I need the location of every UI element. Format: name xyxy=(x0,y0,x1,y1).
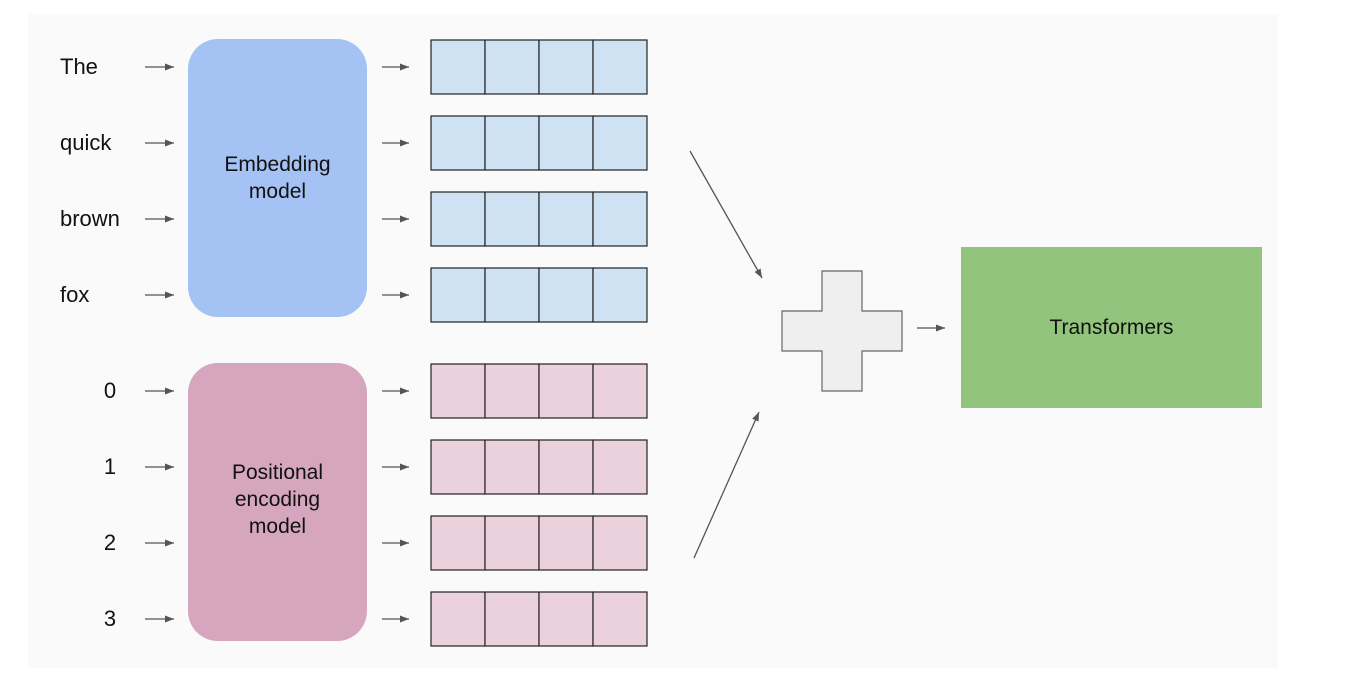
positional-vector-2-cell xyxy=(430,515,486,571)
positional-vector-0 xyxy=(430,363,648,419)
embedding-vector-1-cell xyxy=(430,115,486,171)
embedding-to-plus-arrow xyxy=(689,150,763,279)
positional-vector-0-cell xyxy=(430,363,486,419)
positional-encoding-model-box xyxy=(188,363,367,641)
positional-vector-2-cell xyxy=(592,515,648,571)
embedding-vector-0 xyxy=(430,39,648,95)
embedding-vector-3-cell xyxy=(538,267,594,323)
embedding-vector-0-cell xyxy=(484,39,540,95)
positional-vector-2 xyxy=(430,515,648,571)
positional-vector-3 xyxy=(430,591,648,647)
embedding-vector-0-cell xyxy=(592,39,648,95)
embedding-vector-2 xyxy=(430,191,648,247)
positional-vector-1-cell xyxy=(484,439,540,495)
positional-vector-1-cell xyxy=(430,439,486,495)
embedding-vector-1-cell xyxy=(484,115,540,171)
plus-icon xyxy=(781,270,903,392)
positional-vector-2-cell xyxy=(484,515,540,571)
token-brown: brown xyxy=(60,206,120,231)
token-fox: fox xyxy=(60,282,90,307)
token-the: The xyxy=(60,54,98,79)
embedding-vector-3-cell xyxy=(430,267,486,323)
position-0: 0 xyxy=(103,378,117,403)
positional-vector-0-cell xyxy=(592,363,648,419)
token-quick: quick xyxy=(60,130,112,155)
embedding-vector-2-cell xyxy=(430,191,486,247)
embedding-vector-2-cell xyxy=(484,191,540,247)
positional-vector-1-cell xyxy=(592,439,648,495)
position-2: 2 xyxy=(103,530,117,555)
position-1: 1 xyxy=(103,454,117,479)
embedding-vector-0-cell xyxy=(538,39,594,95)
embedding-vector-2-cell xyxy=(592,191,648,247)
embedding-vector-1-cell xyxy=(592,115,648,171)
embedding-vector-1 xyxy=(430,115,648,171)
positional-vector-0-cell xyxy=(538,363,594,419)
positional-vector-3-cell xyxy=(592,591,648,647)
embedding-vector-3 xyxy=(430,267,648,323)
positional-vector-3-cell xyxy=(430,591,486,647)
positional-vector-1 xyxy=(430,439,648,495)
positional-vector-1-cell xyxy=(538,439,594,495)
embedding-vector-2-cell xyxy=(538,191,594,247)
embedding-model-label: Embedding model xyxy=(224,153,331,203)
position-3: 3 xyxy=(103,606,117,631)
positional-vector-3-cell xyxy=(538,591,594,647)
positional-vector-2-cell xyxy=(538,515,594,571)
transformers-box xyxy=(961,247,1262,408)
embedding-vector-0-cell xyxy=(430,39,486,95)
embedding-model-box xyxy=(188,39,367,317)
positional-encoding-model-label: Positional encoding model xyxy=(231,461,324,538)
positional-to-plus-arrow xyxy=(693,411,760,559)
positional-vector-0-cell xyxy=(484,363,540,419)
embedding-vector-3-cell xyxy=(484,267,540,323)
embedding-vector-3-cell xyxy=(592,267,648,323)
positional-vector-3-cell xyxy=(484,591,540,647)
embedding-vector-1-cell xyxy=(538,115,594,171)
transformers-label: Transformers xyxy=(1049,316,1174,339)
